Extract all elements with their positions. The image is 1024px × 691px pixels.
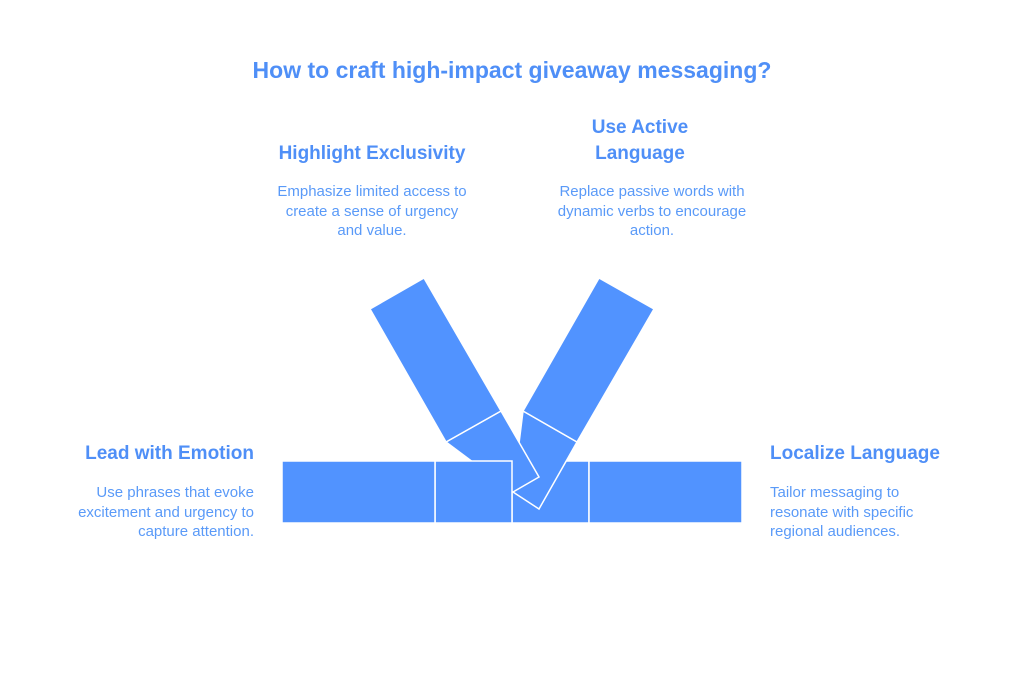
right-diagonal-bar xyxy=(521,276,656,444)
item-text-localize-language: Tailor messaging to resonate with specif… xyxy=(770,484,914,540)
center-left-block xyxy=(434,460,513,524)
right-horizontal-bar xyxy=(588,460,743,524)
diagram-title: How to craft high-impact giveaway messag… xyxy=(252,57,772,83)
item-text-use-active-language: Replace passive words with dynamic verbs… xyxy=(557,183,747,239)
item-heading-lead-with-emotion: Lead with Emotion xyxy=(85,443,254,464)
item-text-highlight-exclusivity: Emphasize limited access to create a sen… xyxy=(277,183,467,239)
item-text-lead-with-emotion: Use phrases that evoke excitement and ur… xyxy=(78,484,254,540)
left-diagonal-bar xyxy=(368,276,503,444)
left-horizontal-bar xyxy=(281,460,436,524)
item-heading-localize-language: Localize Language xyxy=(770,443,940,464)
item-heading-highlight-exclusivity: Highlight Exclusivity xyxy=(278,143,466,164)
item-heading-use-active-language: Use Active Language xyxy=(591,117,689,164)
